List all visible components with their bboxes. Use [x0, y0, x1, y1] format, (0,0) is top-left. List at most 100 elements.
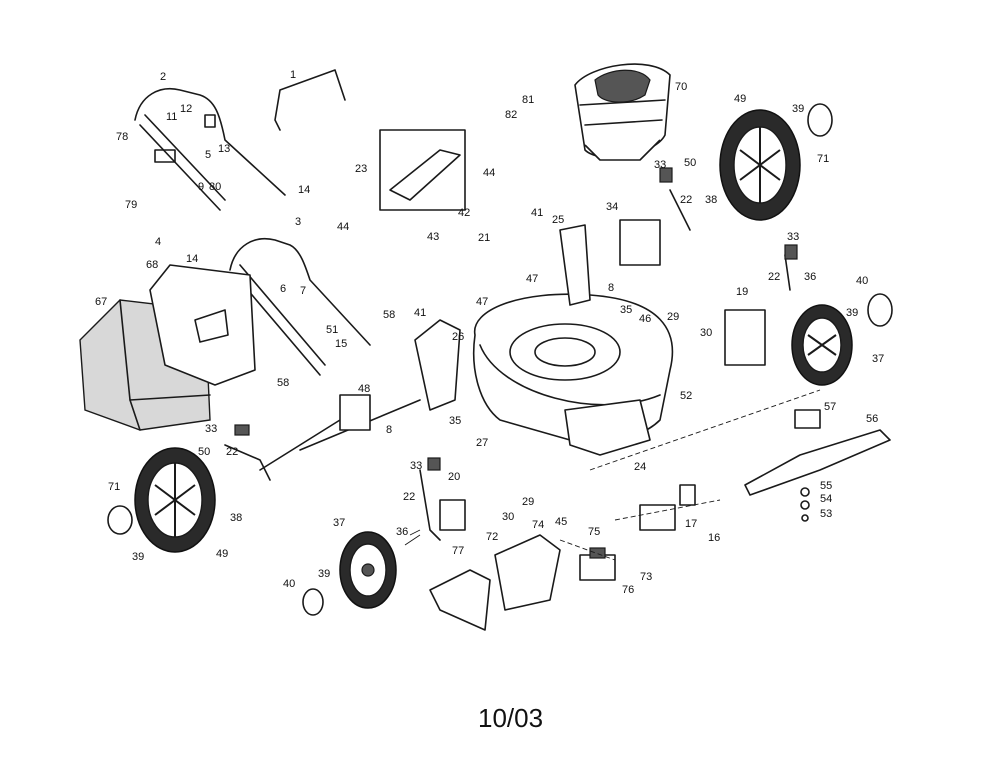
- callout-label: 22: [226, 446, 238, 458]
- callout-label: 23: [355, 163, 367, 175]
- callout-label: 47: [476, 296, 488, 308]
- callout-label: 16: [708, 532, 720, 544]
- callout-label: 76: [622, 584, 634, 596]
- callout-labels: 1 2 3 4 5 6 7 8 8 9 11 12 13 14 14 15 16…: [95, 69, 884, 596]
- callout-label: 41: [414, 307, 426, 319]
- callout-label: 48: [358, 383, 370, 395]
- rear-right-wheel: [719, 109, 801, 221]
- callout-label: 27: [476, 437, 488, 449]
- callout-label: 39: [846, 307, 858, 319]
- callout-label: 40: [856, 275, 868, 287]
- callout-label: 71: [817, 153, 829, 165]
- callout-label: 82: [505, 109, 517, 121]
- front-left-wheel: [134, 447, 216, 553]
- callout-label: 37: [872, 353, 884, 365]
- height-adjuster-front-right: [419, 457, 466, 541]
- callout-label: 8: [386, 424, 392, 436]
- cable-guide: [154, 114, 216, 163]
- callout-label: 39: [792, 103, 804, 115]
- callout-label: 56: [866, 413, 878, 425]
- callout-label: 22: [768, 271, 780, 283]
- callout-label: 75: [588, 526, 600, 538]
- callout-label: 29: [522, 496, 534, 508]
- callout-label: 39: [132, 551, 144, 563]
- leader-lines: [404, 389, 821, 561]
- callout-label: 35: [620, 304, 632, 316]
- height-adjuster-front-left: [224, 424, 271, 481]
- callout-label: 74: [532, 519, 544, 531]
- callout-label: 30: [700, 327, 712, 339]
- rear-right-wheel-cap: [807, 103, 833, 137]
- primer-bulb: [579, 547, 616, 581]
- control-bail: [274, 69, 346, 131]
- callout-label: 11: [166, 111, 177, 123]
- callout-label: 29: [667, 311, 679, 323]
- callout-label: 21: [478, 232, 490, 244]
- callout-label: 38: [230, 512, 242, 524]
- callout-label: 33: [654, 159, 666, 171]
- mulch-plug: [429, 569, 491, 631]
- callout-label: 30: [502, 511, 514, 523]
- callout-label: 58: [383, 309, 395, 321]
- blade-assembly: [744, 409, 891, 522]
- callout-label: 33: [787, 231, 799, 243]
- callout-label: 45: [555, 516, 567, 528]
- callout-label: 73: [640, 571, 652, 583]
- callout-label: 77: [452, 545, 464, 557]
- callout-label: 25: [552, 214, 564, 226]
- callout-label: 13: [218, 143, 230, 155]
- callout-label: 42: [458, 207, 470, 219]
- callout-label: 78: [116, 131, 128, 143]
- callout-label: 68: [146, 259, 158, 271]
- callout-label: 49: [734, 93, 746, 105]
- callout-label: 20: [448, 471, 460, 483]
- callout-label: 52: [680, 390, 692, 402]
- mower-deck: [472, 293, 674, 456]
- callout-label: 47: [526, 273, 538, 285]
- callout-label: 43: [427, 231, 439, 243]
- callout-label: 4: [155, 236, 161, 248]
- callout-label: 2: [160, 71, 166, 83]
- rear-left-wheel: [791, 304, 853, 386]
- callout-label: 14: [186, 253, 198, 265]
- front-left-wheel-cap: [107, 505, 133, 535]
- callout-label: 24: [634, 461, 646, 473]
- callout-label: 6: [280, 283, 286, 295]
- callout-label: 50: [684, 157, 696, 169]
- callout-label: 57: [824, 401, 836, 413]
- rear-left-wheel-cap: [867, 293, 893, 327]
- callout-label: 9: [198, 181, 204, 193]
- callout-label: 5: [205, 149, 211, 161]
- front-right-wheel-cap: [302, 588, 324, 616]
- callout-label: 70: [675, 81, 687, 93]
- callout-label: 34: [606, 201, 618, 213]
- callout-label: 72: [486, 531, 498, 543]
- bag-frame: [149, 264, 256, 386]
- callout-label: 17: [685, 518, 697, 530]
- callout-label: 80: [209, 181, 221, 193]
- callout-label: 44: [337, 221, 349, 233]
- height-adjuster-rear-right: [724, 244, 798, 366]
- callout-label: 33: [205, 423, 217, 435]
- callout-label: 19: [736, 286, 748, 298]
- callout-label: 39: [318, 568, 330, 580]
- callout-label: 38: [705, 194, 717, 206]
- callout-label: 33: [410, 460, 422, 472]
- callout-label: 79: [125, 199, 137, 211]
- height-adjuster-rear-left: [619, 167, 691, 266]
- callout-label: 22: [680, 194, 692, 206]
- callout-label: 53: [820, 508, 832, 520]
- deflector-bracket: [559, 224, 591, 306]
- front-right-wheel: [339, 531, 397, 609]
- front-axle: [259, 394, 421, 471]
- date-code: 10/03: [478, 703, 543, 733]
- callout-label: 36: [396, 526, 408, 538]
- callout-label: 41: [531, 207, 543, 219]
- callout-label: 49: [216, 548, 228, 560]
- callout-label: 40: [283, 578, 295, 590]
- rear-axle-bracket: [414, 319, 461, 411]
- callout-label: 81: [522, 94, 534, 106]
- discharge-chute: [494, 534, 561, 611]
- callout-label: 3: [295, 216, 301, 228]
